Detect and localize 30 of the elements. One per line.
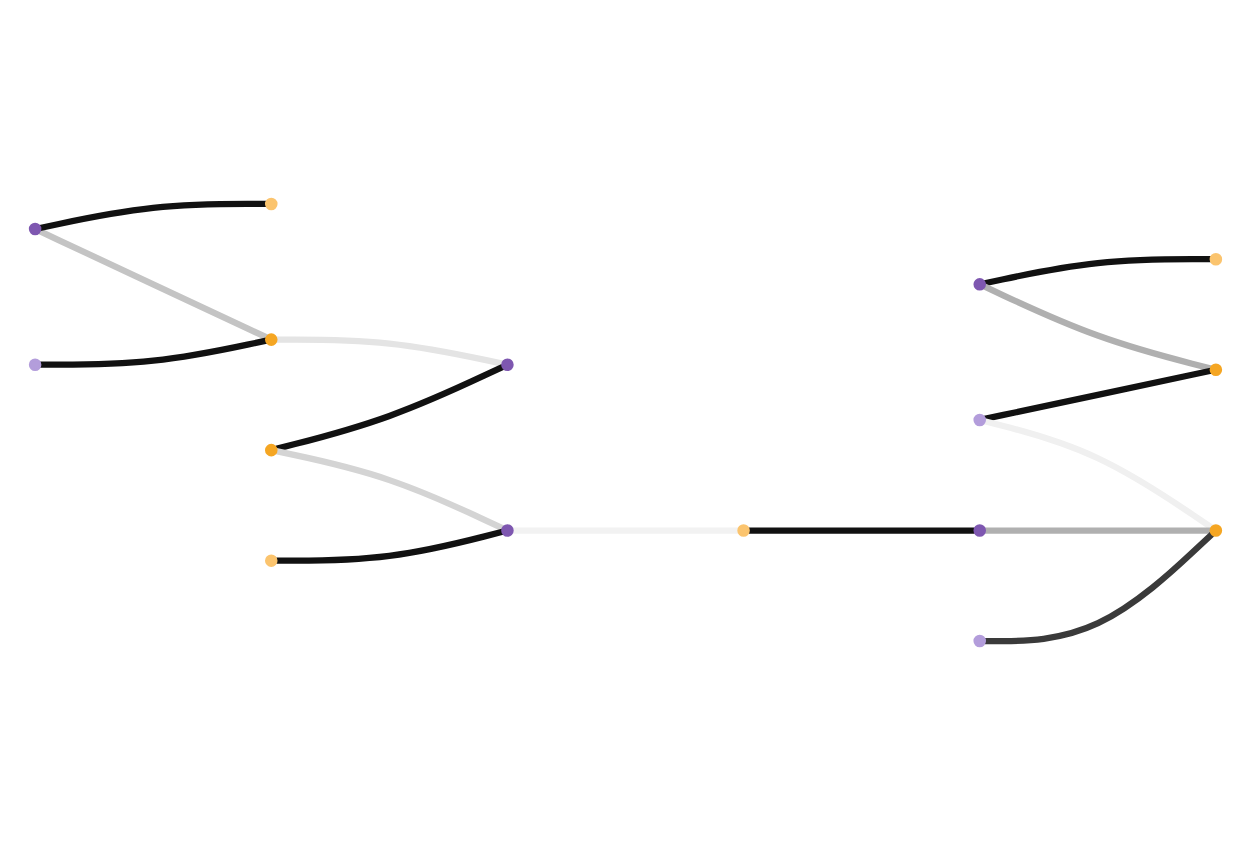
dot-marker [265, 333, 278, 346]
connector-line [275, 364, 505, 452]
dot-marker [1209, 524, 1223, 537]
connector-line [40, 337, 267, 368]
dot-marker [973, 524, 986, 537]
connector-line [982, 283, 1212, 372]
dot-marker [737, 524, 750, 537]
dot-marker [265, 197, 278, 211]
dot-marker [501, 524, 514, 537]
dot-marker [1209, 252, 1223, 266]
connector-line [275, 448, 505, 532]
connector-line [39, 200, 267, 232]
dot-marker [265, 554, 278, 567]
dot-marker [973, 634, 986, 648]
connector-line [38, 228, 269, 341]
dot-marker [265, 443, 278, 457]
connector-line [276, 528, 504, 564]
connector-line [984, 527, 1211, 534]
connector-line [748, 527, 975, 534]
dot-marker [973, 413, 986, 427]
connector-line [984, 256, 1211, 287]
connector-line [984, 531, 1215, 645]
dot-marker [28, 222, 42, 236]
dot-marker [28, 358, 42, 371]
connector-line [512, 527, 739, 534]
dot-marker [973, 278, 986, 291]
connector-line [984, 367, 1212, 422]
dot-marker [501, 358, 514, 371]
dot-marker [1209, 363, 1223, 377]
connector-line [276, 336, 504, 367]
